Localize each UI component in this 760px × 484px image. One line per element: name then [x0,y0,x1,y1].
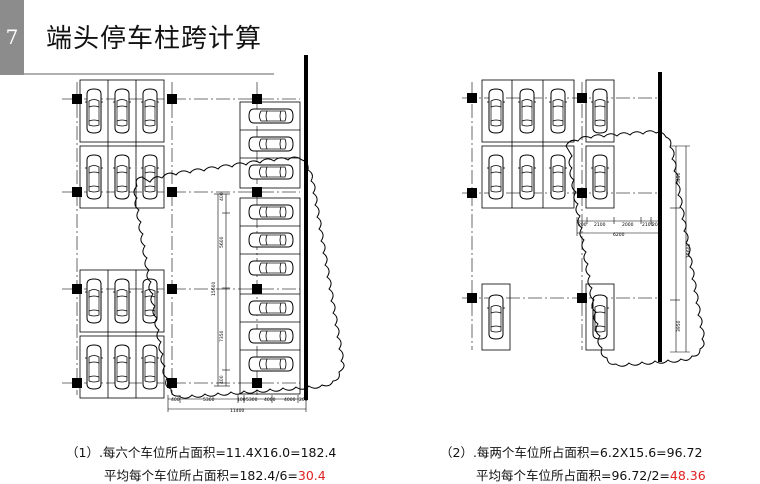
revision-cloud-1 [133,156,345,399]
diagram-2 [462,72,705,367]
slide-number: 7 [0,0,24,75]
revision-cloud-2 [565,130,705,367]
caption-1-formula: 平均每个车位所占面积=182.4/6= [104,468,298,483]
dim1-total: 11400 [230,408,244,414]
dimension-text-2: 200 2100 2000 2100 200 6200 5450 15600 3… [578,172,692,332]
stall-group-right [239,101,301,395]
dimension-left-1 [214,193,230,387]
dim1-b1: 5300 [203,397,215,403]
dim1-b2: 100 [237,397,246,403]
dim2-t0: 200 [578,222,587,228]
caption-2-line-1: （2）.每两个车位所占面积=6.2X15.6=96.72 [440,445,703,460]
dimension-bottom-1 [167,395,307,412]
dim2-t4: 200 [652,222,661,228]
dim2-r2: 3950 [676,320,682,332]
dim1-b6: 200 [299,397,308,403]
dimension-text-1: 400 5300 100 5300 4000 4000 200 11400 56… [171,192,308,414]
dim1-b0: 400 [171,397,180,403]
stall-group-2-bottom [481,283,615,351]
columns-2 [467,93,587,303]
title-underline [24,73,274,75]
diagram-1 [62,55,345,412]
dim1-l1: 15600 [211,282,217,296]
caption-2-line-2: 平均每个车位所占面积=96.72/2=48.36 [476,465,706,484]
dim2-r1: 15600 [686,244,692,258]
caption-1-line-2: 平均每个车位所占面积=182.4/6=30.4 [104,465,326,484]
columns-1 [72,94,262,388]
dimension-top-2 [576,217,661,236]
cars-2 [486,88,610,340]
cars-1 [84,88,294,390]
caption-2-formula: 平均每个车位所占面积=96.72/2= [476,468,670,483]
caption-2-result: 48.36 [669,468,706,483]
dim1-b3: 5300 [246,397,258,403]
dim1-l0: 5600 [219,236,225,248]
caption-1-result: 30.4 [297,468,326,483]
caption-1-line-1: （1）.每六个车位所占面积=11.4X16.0=182.4 [66,445,337,460]
page-title: 端头停车柱跨计算 [46,24,263,54]
dim1-l2: 7350 [219,330,225,342]
dim2-total: 6200 [613,232,625,238]
stall-group-2-top [481,79,615,209]
dim1-b5: 4000 [284,397,296,403]
dim1-l3: 400 [219,192,225,201]
dim2-r0: 5450 [676,172,682,184]
stall-group-left-bottom [79,269,165,399]
dim2-t3: 2100 [642,222,654,228]
dim2-t2: 2000 [622,222,634,228]
dim1-l4: 400 [219,375,225,384]
dim1-b4: 4000 [264,397,276,403]
dimension-right-2 [670,145,690,353]
dim2-t1: 2100 [594,222,606,228]
